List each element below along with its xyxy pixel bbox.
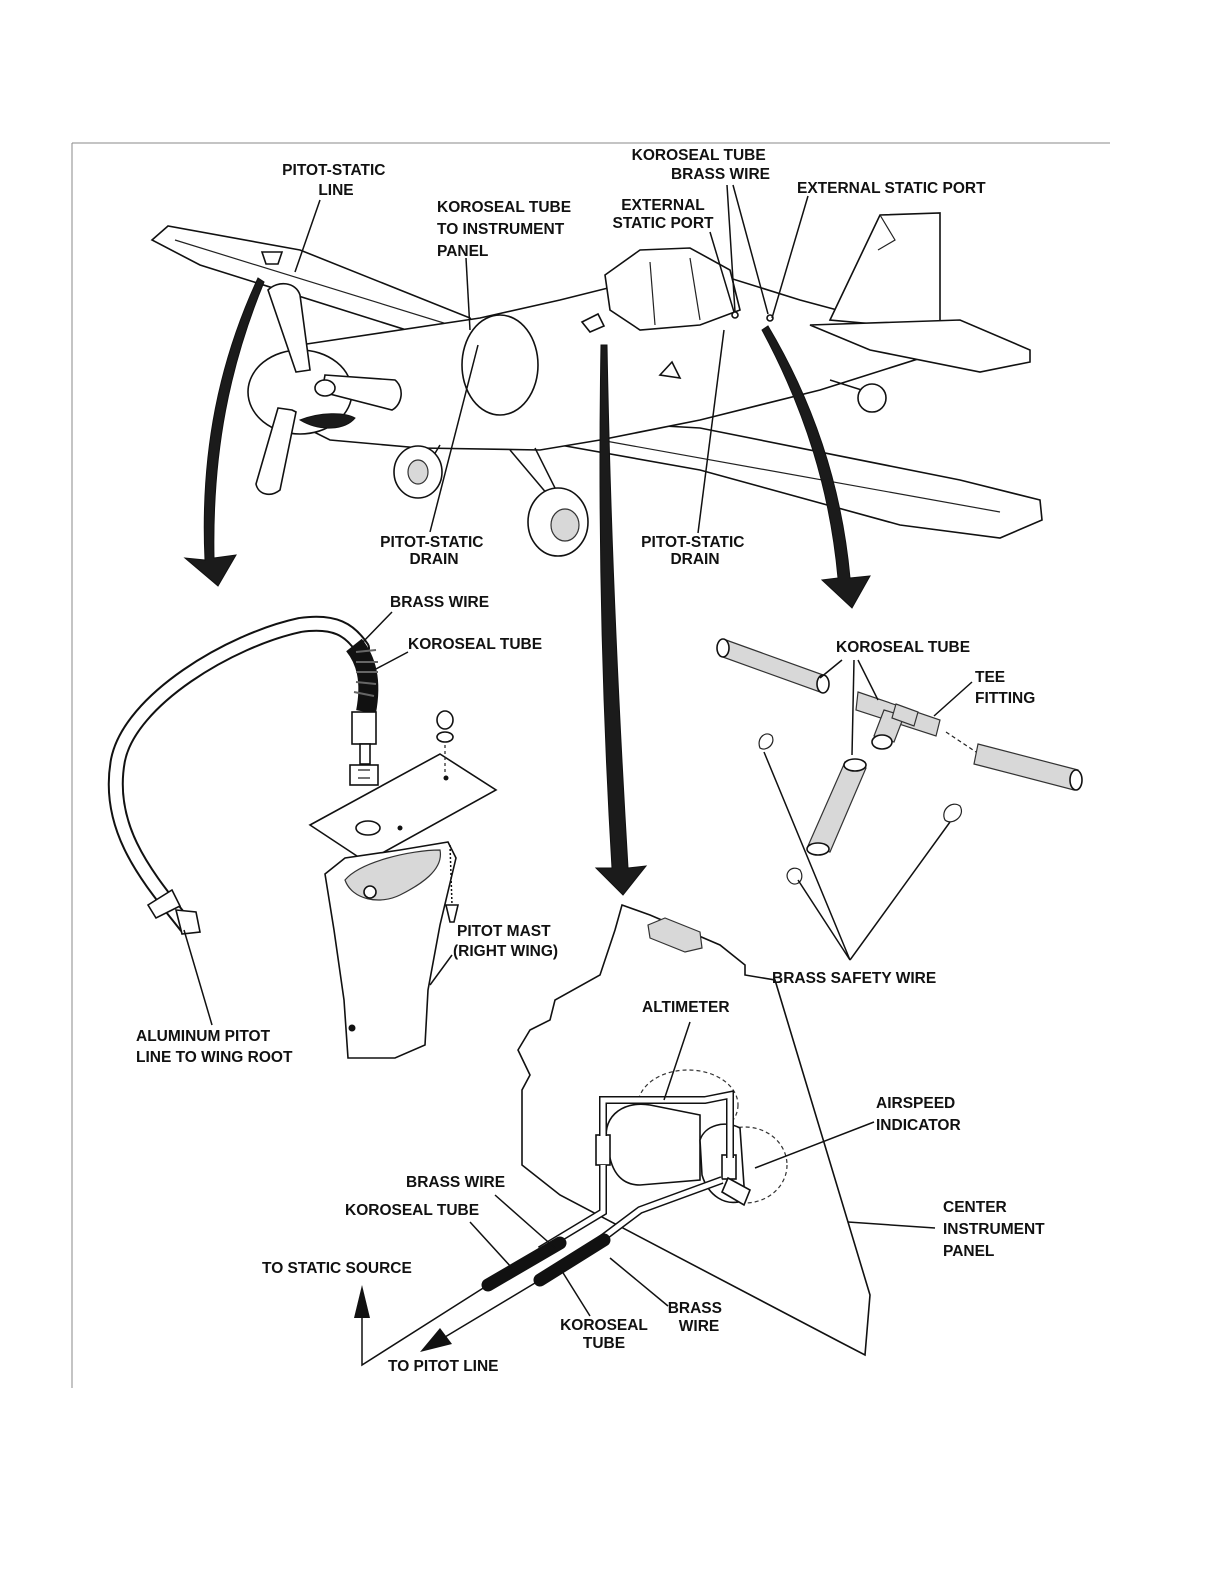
- label-brass-wire-panel-left: BRASS WIRE: [406, 1174, 505, 1191]
- label-airspeed-indicator: AIRSPEED INDICATOR: [876, 1095, 961, 1134]
- label-altimeter: ALTIMETER: [642, 999, 730, 1016]
- label-brass-wire-mast: BRASS WIRE: [390, 594, 489, 611]
- tee-fitting-detail: [716, 638, 1083, 885]
- to-pitot-line-arrowhead: [420, 1328, 452, 1352]
- instrument-panel-detail: [354, 903, 871, 1367]
- label-pitot-static-line: PITOT-STATIC LINE: [282, 162, 390, 199]
- label-center-instrument-panel: CENTER INSTRUMENT PANEL: [943, 1199, 1049, 1260]
- label-koroseal-tube-mast: KOROSEAL TUBE: [408, 636, 542, 653]
- label-koroseal-tube-panel-left: KOROSEAL TUBE: [345, 1202, 479, 1219]
- label-external-static-port-left: EXTERNAL STATIC PORT: [612, 197, 714, 232]
- label-to-pitot-line: TO PITOT LINE: [388, 1358, 499, 1375]
- label-pitot-static-drain-left: PITOT-STATIC DRAIN: [380, 534, 488, 568]
- label-pitot-mast-right-wing: PITOT MAST (RIGHT WING): [453, 923, 558, 960]
- label-koroseal-tube-brass-wire-top: KOROSEAL TUBE BRASS WIRE: [632, 147, 770, 183]
- label-koroseal-tube-tee: KOROSEAL TUBE: [836, 639, 970, 656]
- airplane-illustration: [150, 212, 1043, 557]
- figure-frame: [71, 142, 1110, 1388]
- to-static-source-arrowhead: [354, 1285, 370, 1318]
- arrow-to-pitot-mast-detail: [183, 277, 265, 587]
- label-tee-fitting: TEE FITTING: [975, 669, 1035, 707]
- label-aluminum-pitot-line: ALUMINUM PITOT LINE TO WING ROOT: [136, 1028, 293, 1066]
- label-brass-safety-wire: BRASS SAFETY WIRE: [772, 970, 936, 987]
- label-external-static-port-right: EXTERNAL STATIC PORT: [797, 180, 986, 197]
- label-koroseal-tube-to-instrument-panel: KOROSEAL TUBE TO INSTRUMENT PANEL: [437, 199, 575, 260]
- label-pitot-static-drain-right: PITOT-STATIC DRAIN: [641, 534, 749, 568]
- label-koroseal-tube-panel-bottom: KOROSEAL TUBE: [560, 1317, 652, 1352]
- callout-arrows: [183, 277, 871, 896]
- label-brass-wire-panel-bottom: BRASS WIRE: [668, 1300, 727, 1335]
- label-to-static-source: TO STATIC SOURCE: [262, 1260, 412, 1277]
- arrow-to-tee-fitting-detail: [761, 325, 871, 609]
- leader-lines: [183, 184, 973, 1317]
- arrow-to-instrument-panel-detail: [594, 344, 648, 896]
- labels: PITOT-STATIC LINE KOROSEAL TUBE TO INSTR…: [136, 147, 1049, 1375]
- pitot-mast-detail: [107, 615, 498, 1059]
